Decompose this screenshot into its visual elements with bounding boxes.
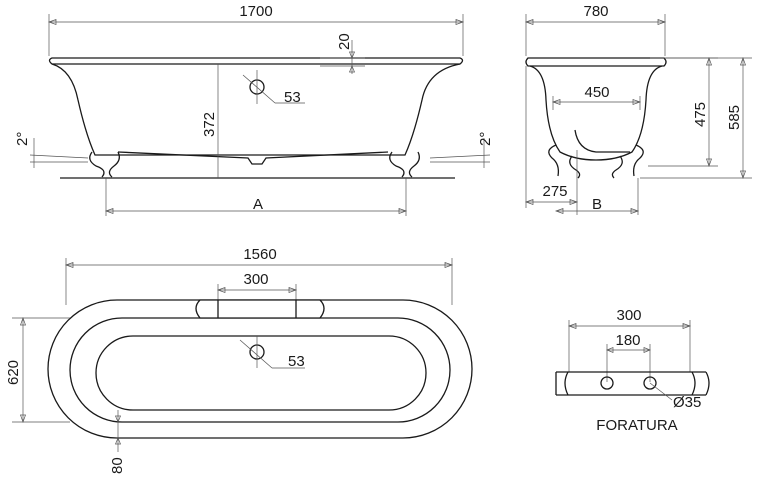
dimension-end-foot-offset: 275	[524, 66, 579, 215]
end-tub-body	[529, 65, 663, 161]
right-claw-foot	[389, 151, 420, 178]
drilling-caption: FORATURA	[596, 417, 677, 434]
plan-middle-rim	[69, 317, 451, 423]
side-rim	[48, 57, 464, 65]
dimension-end-inner-width: 450	[551, 84, 642, 110]
end-tub-height-label: 475	[692, 102, 709, 127]
drill-outer-span-label: 300	[616, 307, 641, 324]
dimension-rim-thickness: 20	[320, 33, 365, 74]
slope-right-indicator: 2°	[429, 132, 494, 168]
overflow-hole: 53	[242, 70, 305, 106]
inner-height-label: 372	[201, 112, 218, 137]
dimension-plan-deck-width: 300	[216, 271, 298, 300]
end-view: 780 450 475	[524, 3, 752, 215]
plan-drain-hole: 53	[239, 336, 305, 370]
dimension-end-total-height: 585	[640, 56, 752, 180]
overall-length-label: 1700	[239, 3, 272, 20]
dimension-plan-overall-width: 620	[5, 316, 70, 424]
dimension-end-feet-distance-b: B	[554, 178, 640, 215]
plan-deck-width-label: 300	[243, 271, 268, 288]
plan-outer-rim	[47, 299, 473, 439]
end-feet-distance-b-label: B	[592, 196, 602, 213]
drill-hole-right	[643, 376, 657, 390]
plan-inner-basin	[95, 335, 427, 411]
end-rim	[525, 57, 667, 67]
end-foot-offset-label: 275	[542, 183, 567, 200]
rim-thickness-label: 20	[336, 33, 353, 50]
end-total-height-label: 585	[726, 105, 743, 130]
dimension-plan-rim-width: 80	[109, 410, 126, 474]
plan-inner-length-label: 1560	[243, 246, 276, 263]
dimension-drill-outer-span: 300	[567, 307, 692, 372]
drill-hole-left	[600, 376, 614, 390]
slope-left-indicator: 2°	[14, 132, 89, 168]
plan-view: 1560 300 53	[5, 246, 473, 474]
left-claw-foot	[89, 151, 120, 178]
dimension-inner-height: 372	[201, 64, 219, 178]
end-left-foot	[548, 144, 581, 179]
side-tub-bottom	[117, 151, 389, 165]
dimension-plan-inner-length: 1560	[64, 246, 454, 305]
feet-distance-a-label: A	[253, 196, 263, 213]
drill-hole-spacing-label: 180	[615, 332, 640, 349]
slope-right-label: 2°	[477, 132, 494, 146]
plan-overall-width-label: 620	[5, 360, 22, 385]
side-tub-body	[51, 63, 461, 156]
plan-drain-hole-label: 53	[288, 353, 305, 370]
plan-tap-deck	[195, 299, 325, 319]
drilling-detail: 300 180 Ø35 FORATURA	[555, 307, 710, 434]
plan-rim-width-label: 80	[109, 457, 126, 474]
drill-diameter-leader	[649, 382, 673, 401]
end-inner-width-label: 450	[584, 84, 609, 101]
dimension-end-tub-height: 475	[648, 56, 718, 168]
end-inner-bowl	[574, 129, 630, 153]
side-view: 1700 20 53 372	[14, 3, 494, 216]
overflow-hole-label: 53	[284, 89, 301, 106]
dimension-overall-length: 1700	[47, 3, 465, 56]
drill-deck-ends	[564, 371, 696, 396]
drill-deck-strip	[555, 371, 710, 396]
dimension-end-overall-width: 780	[524, 3, 667, 56]
drill-hole-diameter-label: Ø35	[673, 394, 701, 411]
dimension-feet-distance-a: A	[104, 178, 408, 216]
dimension-drill-hole-spacing: 180	[606, 332, 651, 382]
end-right-foot	[611, 144, 644, 179]
slope-left-label: 2°	[14, 132, 31, 146]
end-overall-width-label: 780	[583, 3, 608, 20]
